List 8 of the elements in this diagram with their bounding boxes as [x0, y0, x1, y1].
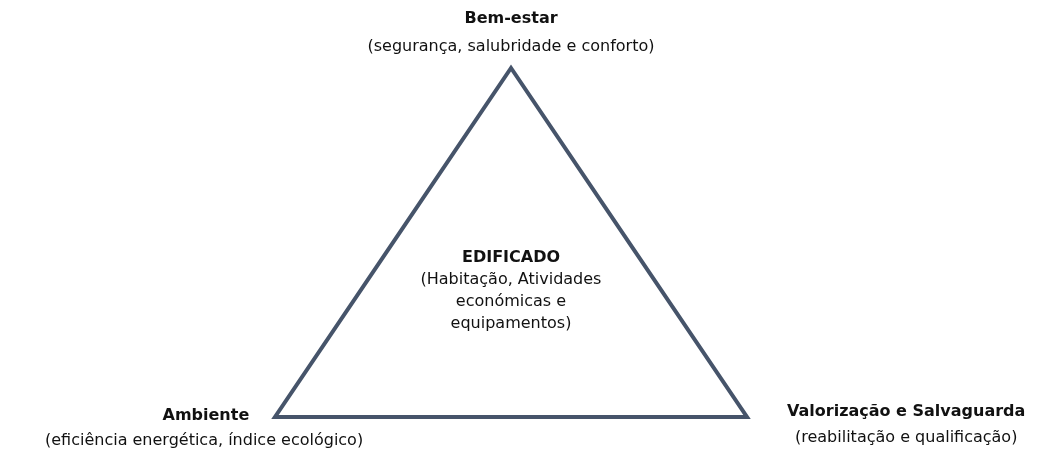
node-heading: EDIFICADO	[460, 246, 562, 268]
vertex-description: (reabilitação e qualificação)	[795, 427, 1018, 447]
vertex-title: Valorização e Salvaguarda	[787, 401, 1026, 421]
vertex-description: (eficiência energética, índice ecológico)	[45, 430, 364, 450]
vertex-title: Bem-estar	[464, 8, 558, 28]
vertex-description: (segurança, salubridade e conforto)	[367, 36, 655, 56]
vertex-title: Ambiente	[162, 405, 250, 425]
node-description: (Habitação, Atividades económicas e equipamentos)	[419, 268, 603, 334]
